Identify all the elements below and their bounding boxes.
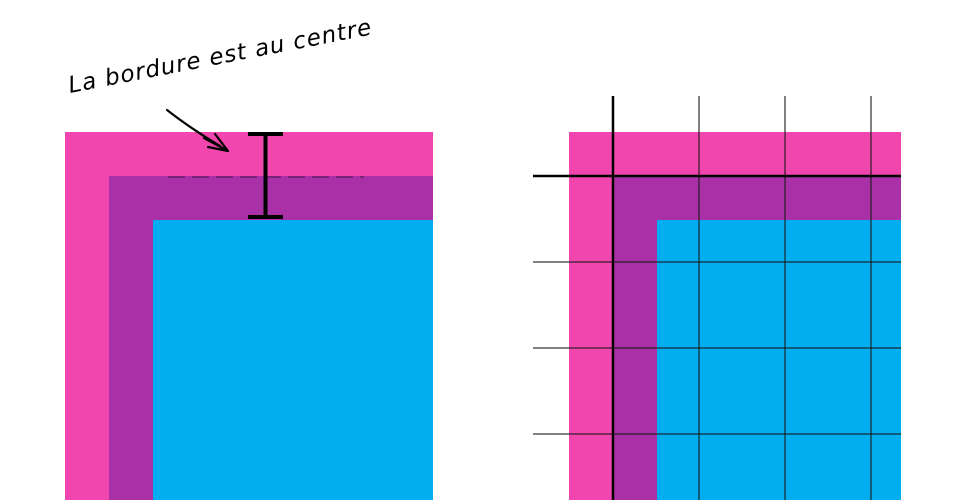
left-panel: La bordure est au centre: [65, 14, 433, 500]
right-fill-area: [657, 220, 901, 500]
arrow-pointer-icon: [165, 108, 230, 153]
right-panel: [533, 96, 901, 500]
i-beam-measure-icon: [248, 132, 283, 219]
pixel-grid: [533, 96, 901, 500]
left-fill-area: [153, 220, 433, 500]
annotation-label: La bordure est au centre: [66, 14, 374, 98]
origin-axes: [533, 96, 901, 500]
arrow-head: [202, 132, 230, 153]
